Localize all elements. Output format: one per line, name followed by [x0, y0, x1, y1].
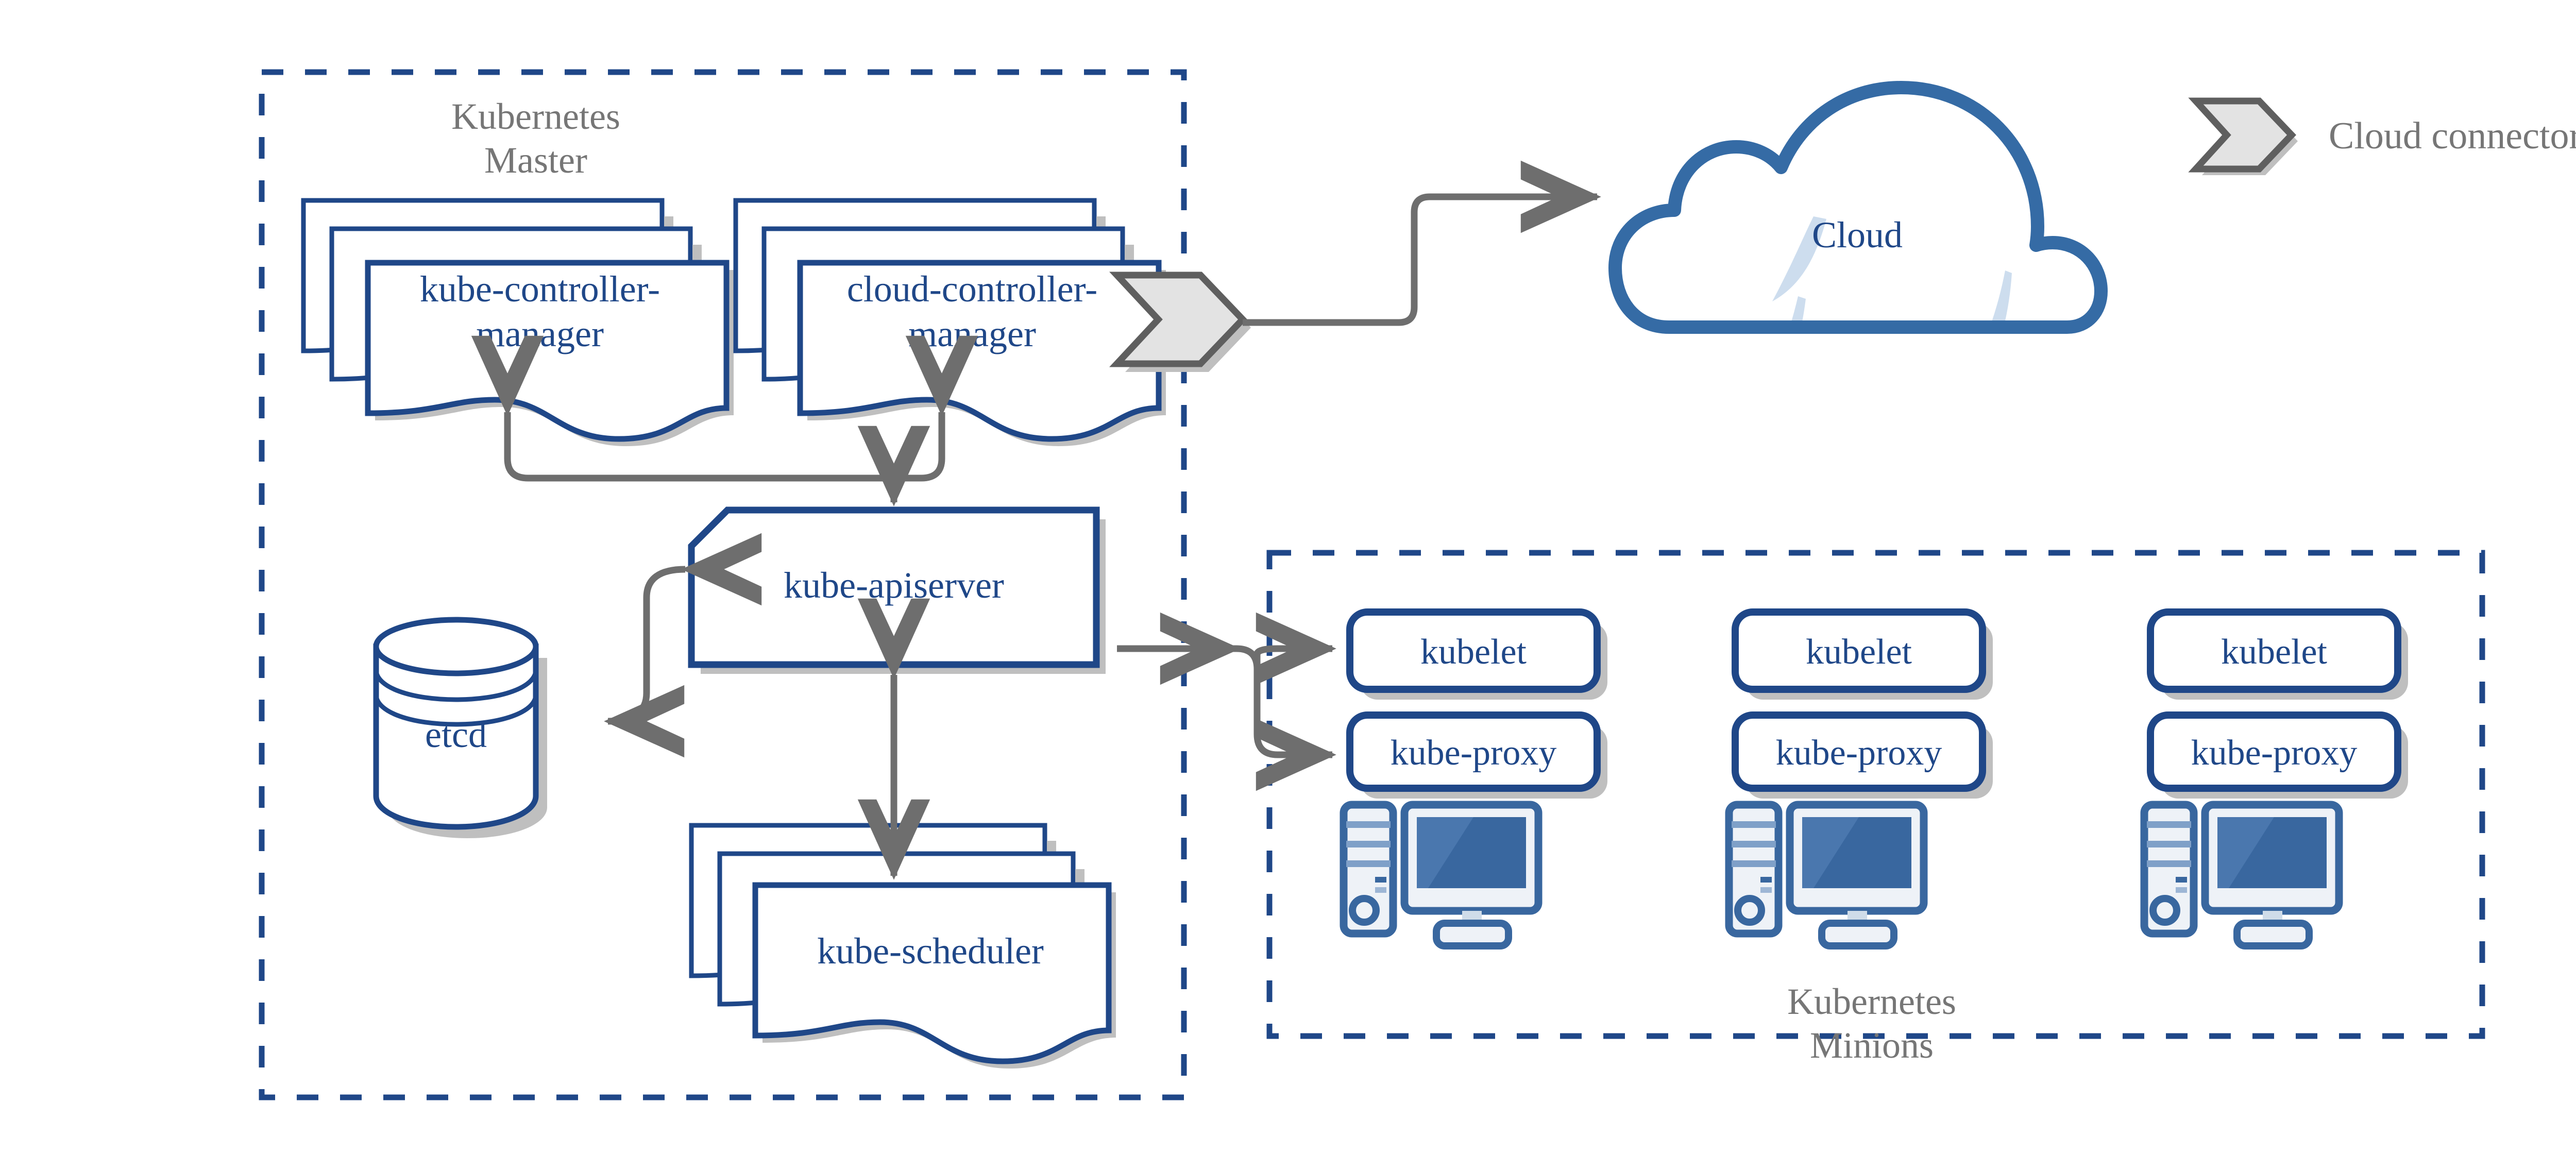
connector-apiserver-etcd — [604, 533, 762, 758]
connector-cloudcontroller-to-cloud — [1243, 160, 1601, 326]
cloud-sliver-4 — [2040, 327, 2092, 433]
tower-led-1 — [1760, 877, 1772, 883]
minions-zone-label-line2: Minions — [1810, 1025, 1934, 1066]
tower-led-2 — [2176, 887, 2187, 893]
minion-2-kubelet-label: kubelet — [1806, 632, 1912, 672]
tower-band-3 — [2147, 860, 2191, 867]
apiserver-etcd-line — [604, 533, 762, 758]
tower-band-3 — [1732, 860, 1776, 867]
tower-band-1 — [1346, 821, 1391, 828]
minion-3-kube-proxy-label: kube-proxy — [2191, 733, 2358, 773]
master-zone-label-line1: Kubernetes — [451, 96, 620, 137]
minion-3-kubelet-label: kubelet — [2221, 632, 2328, 672]
minion-2-desktop-computer-icon — [1725, 801, 1928, 949]
cloud-connector-line — [1243, 160, 1601, 326]
doc-sheet-front — [365, 260, 730, 442]
cloud-outline — [1608, 81, 2108, 334]
legend-cloud-connector: Cloud connector — [2188, 97, 2576, 175]
minion-2-kubelet-box[interactable] — [1732, 608, 1986, 693]
etcd-label: etcd — [425, 714, 487, 755]
cloud-controller-manager-label-line1: cloud-controller- — [847, 268, 1097, 310]
kubernetes-minions-zone: Kubernetes Minions — [1266, 550, 2485, 1066]
monitor-base — [1433, 920, 1512, 949]
etcd-body — [373, 643, 539, 830]
tower-band-2 — [2147, 841, 2191, 847]
tower-band-1 — [1732, 821, 1776, 828]
kube-apiserver-label: kube-apiserver — [784, 565, 1004, 606]
cloud-connector-chevron — [1109, 272, 1247, 367]
doc-sheet-front — [797, 260, 1162, 442]
minion-2-kube-proxy-box[interactable] — [1732, 711, 1986, 792]
kube-controller-manager-label-line2: manager — [476, 313, 604, 354]
minion-3-desktop-computer-icon — [2140, 801, 2343, 949]
etcd-ring-2 — [374, 694, 538, 727]
kube-controller-manager-label-line1: kube-controller- — [420, 268, 660, 310]
etcd-ring-1 — [374, 669, 538, 702]
monitor-screen-highlight — [1802, 817, 1859, 888]
minion-1-kubelet-label: kubelet — [1420, 632, 1527, 672]
node-kube-controller-manager[interactable]: kube-controller- manager — [301, 198, 734, 446]
minion-1-kube-proxy-label: kube-proxy — [1391, 733, 1557, 773]
connector-apiserver-controllers — [471, 335, 978, 506]
tower-led-2 — [1760, 887, 1772, 893]
tower-band-2 — [1346, 841, 1391, 847]
minions-zone-label-line1: Kubernetes — [1787, 981, 1956, 1022]
minion-2-kube-proxy-label: kube-proxy — [1776, 733, 1942, 773]
kubernetes-master-zone: Kubernetes Master — [259, 69, 1187, 1100]
cloud-sliver-1 — [1772, 216, 1826, 301]
monitor-base — [2233, 920, 2313, 949]
minion-1-kubelet-box[interactable] — [1346, 608, 1601, 693]
tower-led-2 — [1375, 887, 1386, 893]
tower-power-button — [2149, 895, 2180, 926]
monitor-base — [1818, 920, 1897, 949]
tower-band-3 — [1346, 860, 1391, 867]
kube-scheduler-label: kube-scheduler — [817, 930, 1044, 972]
tower-band-1 — [2147, 821, 2191, 828]
cloud-connector-icon — [1109, 272, 1251, 372]
master-zone-border — [259, 69, 1187, 1100]
cloud-interior-slivers — [1744, 216, 2092, 433]
master-zone-label-line2: Master — [484, 140, 587, 181]
tower-power-button — [1734, 895, 1765, 926]
minion-node-1: kubelet kube-proxy — [1340, 608, 1607, 949]
node-etcd[interactable]: etcd — [373, 617, 547, 838]
cloud-sliver-2 — [1744, 296, 1806, 327]
minion-node-3: kubelet kube-proxy — [2140, 608, 2408, 949]
controller-branch-left — [471, 335, 891, 482]
minion-3-kubelet-box[interactable] — [2147, 608, 2401, 693]
monitor-screen-highlight — [2217, 817, 2274, 888]
legend-label: Cloud connector — [2329, 115, 2576, 157]
cloud-connector-legend-icon — [2188, 97, 2296, 173]
etcd-top-ellipse — [373, 617, 539, 676]
fork-to-kubelet — [1253, 612, 1336, 685]
tower-led-1 — [1375, 877, 1386, 883]
doc-sheet-front — [752, 882, 1112, 1064]
minion-1-desktop-computer-icon — [1340, 801, 1543, 949]
cloud-sliver-3 — [1929, 270, 2012, 327]
controller-branch-right — [896, 335, 978, 482]
node-kube-apiserver[interactable]: kube-apiserver — [688, 506, 1106, 674]
minion-3-kube-proxy-box[interactable] — [2147, 711, 2401, 792]
minions-zone-border — [1266, 550, 2485, 1039]
connector-apiserver-minion-agents — [1117, 612, 1336, 791]
cloud-label: Cloud — [1812, 214, 1903, 256]
cloud-controller-manager-label-line2: manager — [908, 313, 1036, 354]
monitor-screen-highlight — [1417, 817, 1473, 888]
minion-1-kube-proxy-box[interactable] — [1346, 711, 1601, 792]
minion-node-2: kubelet kube-proxy — [1725, 608, 1993, 949]
node-cloud[interactable]: Cloud — [1608, 81, 2108, 438]
tower-led-1 — [2176, 877, 2187, 883]
fork-to-kube-proxy — [1123, 645, 1336, 791]
node-cloud-controller-manager[interactable]: cloud-controller- manager — [733, 198, 1166, 446]
tower-power-button — [1349, 895, 1380, 926]
tower-band-2 — [1732, 841, 1776, 847]
node-kube-scheduler[interactable]: kube-scheduler — [689, 823, 1116, 1069]
